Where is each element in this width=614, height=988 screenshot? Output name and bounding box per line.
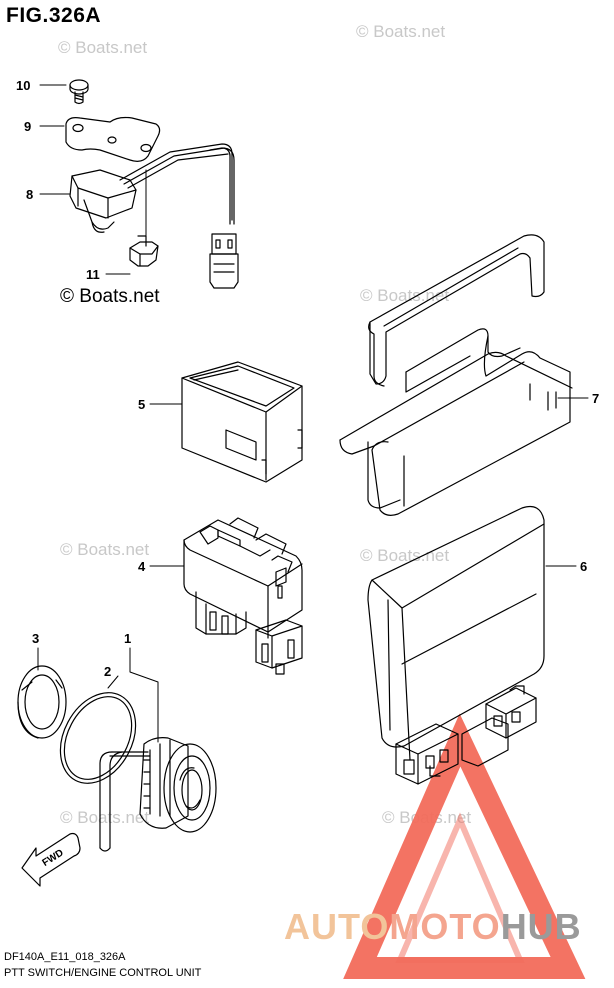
fwd-arrow-icon [21,832,81,887]
callout-11: 11 [86,267,100,282]
part-2-o-ring [59,692,137,784]
watermark: © Boats.net [60,540,150,559]
part-11-clip [129,235,159,267]
part-7-holder [339,234,573,516]
callout-10: 10 [16,78,30,93]
callout-8: 8 [26,187,33,202]
automotohub-logo: AUTOMOTOHUB [284,906,582,948]
watermark: © Boats.net [360,546,450,565]
callout-7: 7 [592,391,599,406]
callout-9: 9 [24,119,31,134]
figure-code: DF140A_E11_018_326A [4,951,126,963]
part-6-engine-control-unit [367,505,545,785]
callout-1: 1 [124,631,131,646]
figure-title: FIG.326A [6,4,102,27]
watermark: © Boats.net [60,808,150,827]
watermark-strong: © Boats.net [60,286,160,307]
part-1-switch-housing [99,737,217,852]
logo-triangle [343,713,586,979]
part-9-bracket [65,116,161,162]
watermark: © Boats.net [58,38,148,57]
callout-5: 5 [138,397,145,412]
callout-4: 4 [138,559,146,574]
logo-part-moto: MOTO [389,906,501,947]
part-5-cover [181,361,303,483]
part-10-screw [69,79,89,105]
logo-part-hub: HUB [500,906,582,947]
figure-caption: PTT SWITCH/ENGINE CONTROL UNIT [4,967,202,979]
part-4-control-unit [183,517,303,675]
leader-lines [37,84,589,743]
watermark: © Boats.net [356,22,446,41]
callout-3: 3 [32,631,39,646]
callout-6: 6 [580,559,587,574]
callout-2: 2 [104,664,111,679]
part-8-ptt-switch [69,143,239,289]
logo-part-auto: AUTO [284,906,390,947]
part-3-ring [17,665,67,739]
